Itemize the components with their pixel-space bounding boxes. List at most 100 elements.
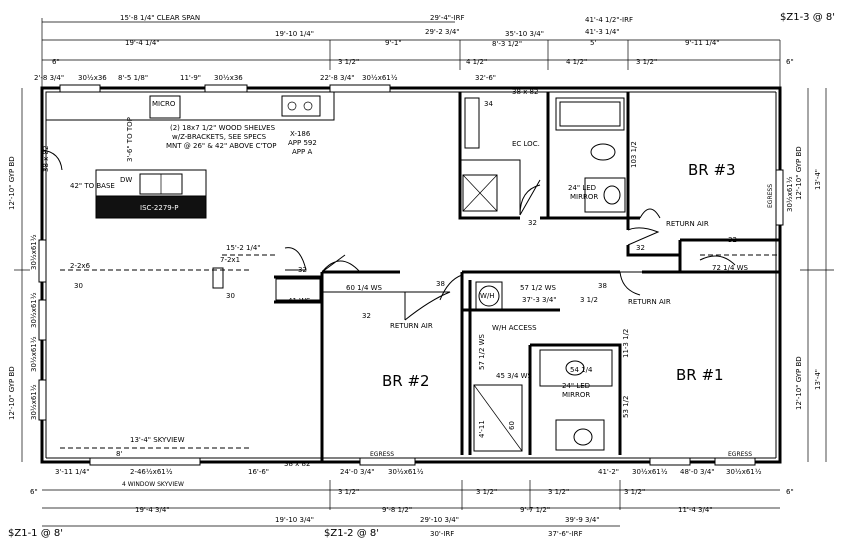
door-38-a: 38 — [436, 280, 445, 288]
ws-57: 57 1/2 WS — [520, 284, 557, 292]
dim-37-6: 37'-6"-IRF — [548, 530, 583, 538]
dim-6-left: 6" — [52, 58, 60, 66]
dim-34: 34 — [484, 100, 493, 108]
dim-9-1: 9'-1" — [385, 39, 402, 47]
dim-3-5-f: 3 1/2" — [624, 488, 645, 496]
dim-4-5-a: 4 1/2" — [466, 58, 487, 66]
egress-right: EGRESS — [767, 184, 774, 208]
wh-access-label: W/H ACCESS — [492, 324, 537, 332]
dim-41-2: 41'-2" — [598, 468, 619, 476]
dim-8: 8' — [116, 450, 122, 458]
window-3-dim: 11'-9" — [180, 74, 201, 82]
left-window-4: 30½x61½ — [30, 384, 38, 420]
interior-walls — [274, 92, 780, 462]
bottom-window-size-1: 30½x61½ — [388, 468, 424, 476]
water-heater-label: W/H — [480, 292, 495, 300]
sheet-markers: $Z1-3 @ 8' $Z1-1 @ 8' $Z1-2 @ 8' — [8, 12, 835, 539]
bottom-dimension-text: 3'-11 1/4" 2-46½x61½ 4 WINDOW SKYVIEW 16… — [30, 436, 794, 538]
dim-3-5-a: 3 1/2" — [338, 58, 359, 66]
bottom-windows — [89, 457, 756, 466]
dim-37-3: 37'-3 3/4" — [522, 296, 557, 304]
kitchen — [41, 91, 335, 289]
ws-41: 41 WS — [288, 297, 311, 305]
shelves-note-3: MNT @ 26" & 42" ABOVE C'TOP — [166, 142, 277, 150]
room-br1: BR #1 — [676, 366, 724, 384]
dim-4-5-b: 4 1/2" — [566, 58, 587, 66]
skyview-window-note: 4 WINDOW SKYVIEW — [122, 481, 184, 488]
top-dimension-text: 15'-8 1/4" CLEAR SPAN 19'-4 1/4" 19'-10 … — [34, 14, 794, 82]
dimension-lines — [14, 18, 834, 527]
dim-29-10: 29'-10 3/4" — [420, 516, 459, 524]
dim-41-4: 41'-4 1/2"-IRF — [585, 16, 633, 24]
dim-9-7: 9'-7 1/2" — [520, 506, 550, 514]
fixture-labels: MICRO DW 3'-6" TO TOP 42" TO BASE ISC-22… — [70, 88, 752, 468]
dim-30-a: 30 — [226, 292, 235, 300]
dim-3-5-c: 3 1/2" — [338, 488, 359, 496]
ws-45: 45 3/4 WS — [496, 372, 533, 380]
dim-103: 103 1/2 — [630, 141, 638, 168]
dim-19-10-bottom: 19'-10 3/4" — [275, 516, 314, 524]
dim-19-4: 19'-4 1/4" — [125, 39, 160, 47]
dim-24-0: 24'-0 3/4" — [340, 468, 375, 476]
left-window-3: 30½x61½ — [30, 336, 38, 372]
hall-door-32: 32 — [636, 244, 645, 252]
return-air-2: RETURN AIR — [390, 322, 433, 330]
dim-3-5-b: 3 1/2" — [636, 58, 657, 66]
bottom-window-size-2: 30½x61½ — [632, 468, 668, 476]
dim-39-9: 39'-9 3/4" — [565, 516, 600, 524]
app592-label: APP 592 — [288, 139, 317, 147]
appa-label: APP A — [292, 148, 312, 156]
dim-16-6: 16'-6" — [248, 468, 269, 476]
dim-3-5-d: 3 1/2" — [476, 488, 497, 496]
door-38-b: 38 — [598, 282, 607, 290]
dim-11-3: 11-3 1/2 — [622, 329, 630, 358]
clear-span-dim: 15'-8 1/4" CLEAR SPAN — [120, 14, 200, 22]
to-base-num: 42" TO BASE — [70, 182, 115, 190]
shelves-note-1: (2) 18x7 1/2" WOOD SHELVES — [170, 124, 276, 132]
right-13-4-top: 13'-4" — [814, 169, 822, 190]
window-2-dim: 8'-5 1/8" — [118, 74, 148, 82]
side-windows — [38, 169, 784, 421]
return-air-1: RETURN AIR — [666, 220, 709, 228]
led-mirror-1-b: MIRROR — [570, 193, 598, 201]
dim-54: 54 1/4 — [570, 366, 593, 374]
micro-label: MICRO — [152, 100, 176, 108]
ws-60: 60 1/4 WS — [346, 284, 383, 292]
dim-3-11: 3'-11 1/4" — [55, 468, 90, 476]
window-4-size: 30½x61½ — [362, 74, 398, 82]
dim-35-10: 35'-10 3/4" — [505, 30, 544, 38]
dim-30-irf: 30'-IRF — [430, 530, 454, 538]
room-br3: BR #3 — [688, 161, 736, 179]
room-labels: BR #3 BR #2 BR #1 — [382, 161, 736, 390]
br3-door-32: 32 — [728, 236, 737, 244]
side-dimension-text: 12'-10" GYP BD 12'-10" GYP BD 12'-10" GY… — [8, 146, 822, 420]
left-window-1: 30½x61½ — [30, 234, 38, 270]
window-1-size: 30½x36 — [78, 74, 107, 82]
sheet-mark-bottom-left: $Z1-1 @ 8' — [8, 528, 63, 539]
to-top-label: 3'-6" TO TOP — [126, 117, 134, 162]
closet-door-32: 32 — [298, 266, 307, 274]
dim-60: 60 — [508, 421, 516, 430]
ws-72: 72 1/4 WS — [712, 264, 749, 272]
bottom-window-size-3: 30½x61½ — [726, 468, 762, 476]
br2-door-32: 32 — [362, 312, 371, 320]
dim-29-2: 29'-2 3/4" — [425, 28, 460, 36]
dim-32-6: 32'-6" — [475, 74, 496, 82]
right-gyp-bottom: 12'-10" GYP BD — [795, 356, 803, 410]
window-1-dim: 2'-8 3/4" — [34, 74, 64, 82]
window-3-size: 30½x36 — [214, 74, 243, 82]
dim-41-3: 41'-3 1/4" — [585, 28, 620, 36]
dim-6-bottom-left: 6" — [30, 488, 38, 496]
window-4-dim: 22'-8 3/4" — [320, 74, 355, 82]
ws-57-vert: 57 1/2 WS — [478, 333, 486, 370]
dim-4-11: 4'-11 — [478, 420, 486, 438]
dim-9-11: 9'-11 1/4" — [685, 39, 720, 47]
dim-6-right: 6" — [786, 58, 794, 66]
door-38x82-bottom: 38 x 82 — [284, 460, 310, 468]
dashed-lines — [60, 254, 780, 449]
left-door-size: 38 x 82 — [42, 146, 50, 172]
right-window-1: 30½x61½ — [786, 176, 794, 212]
dim-19-10: 19'-10 1/4" — [275, 30, 314, 38]
door-38x82-top: 38 x 82 — [512, 88, 538, 96]
